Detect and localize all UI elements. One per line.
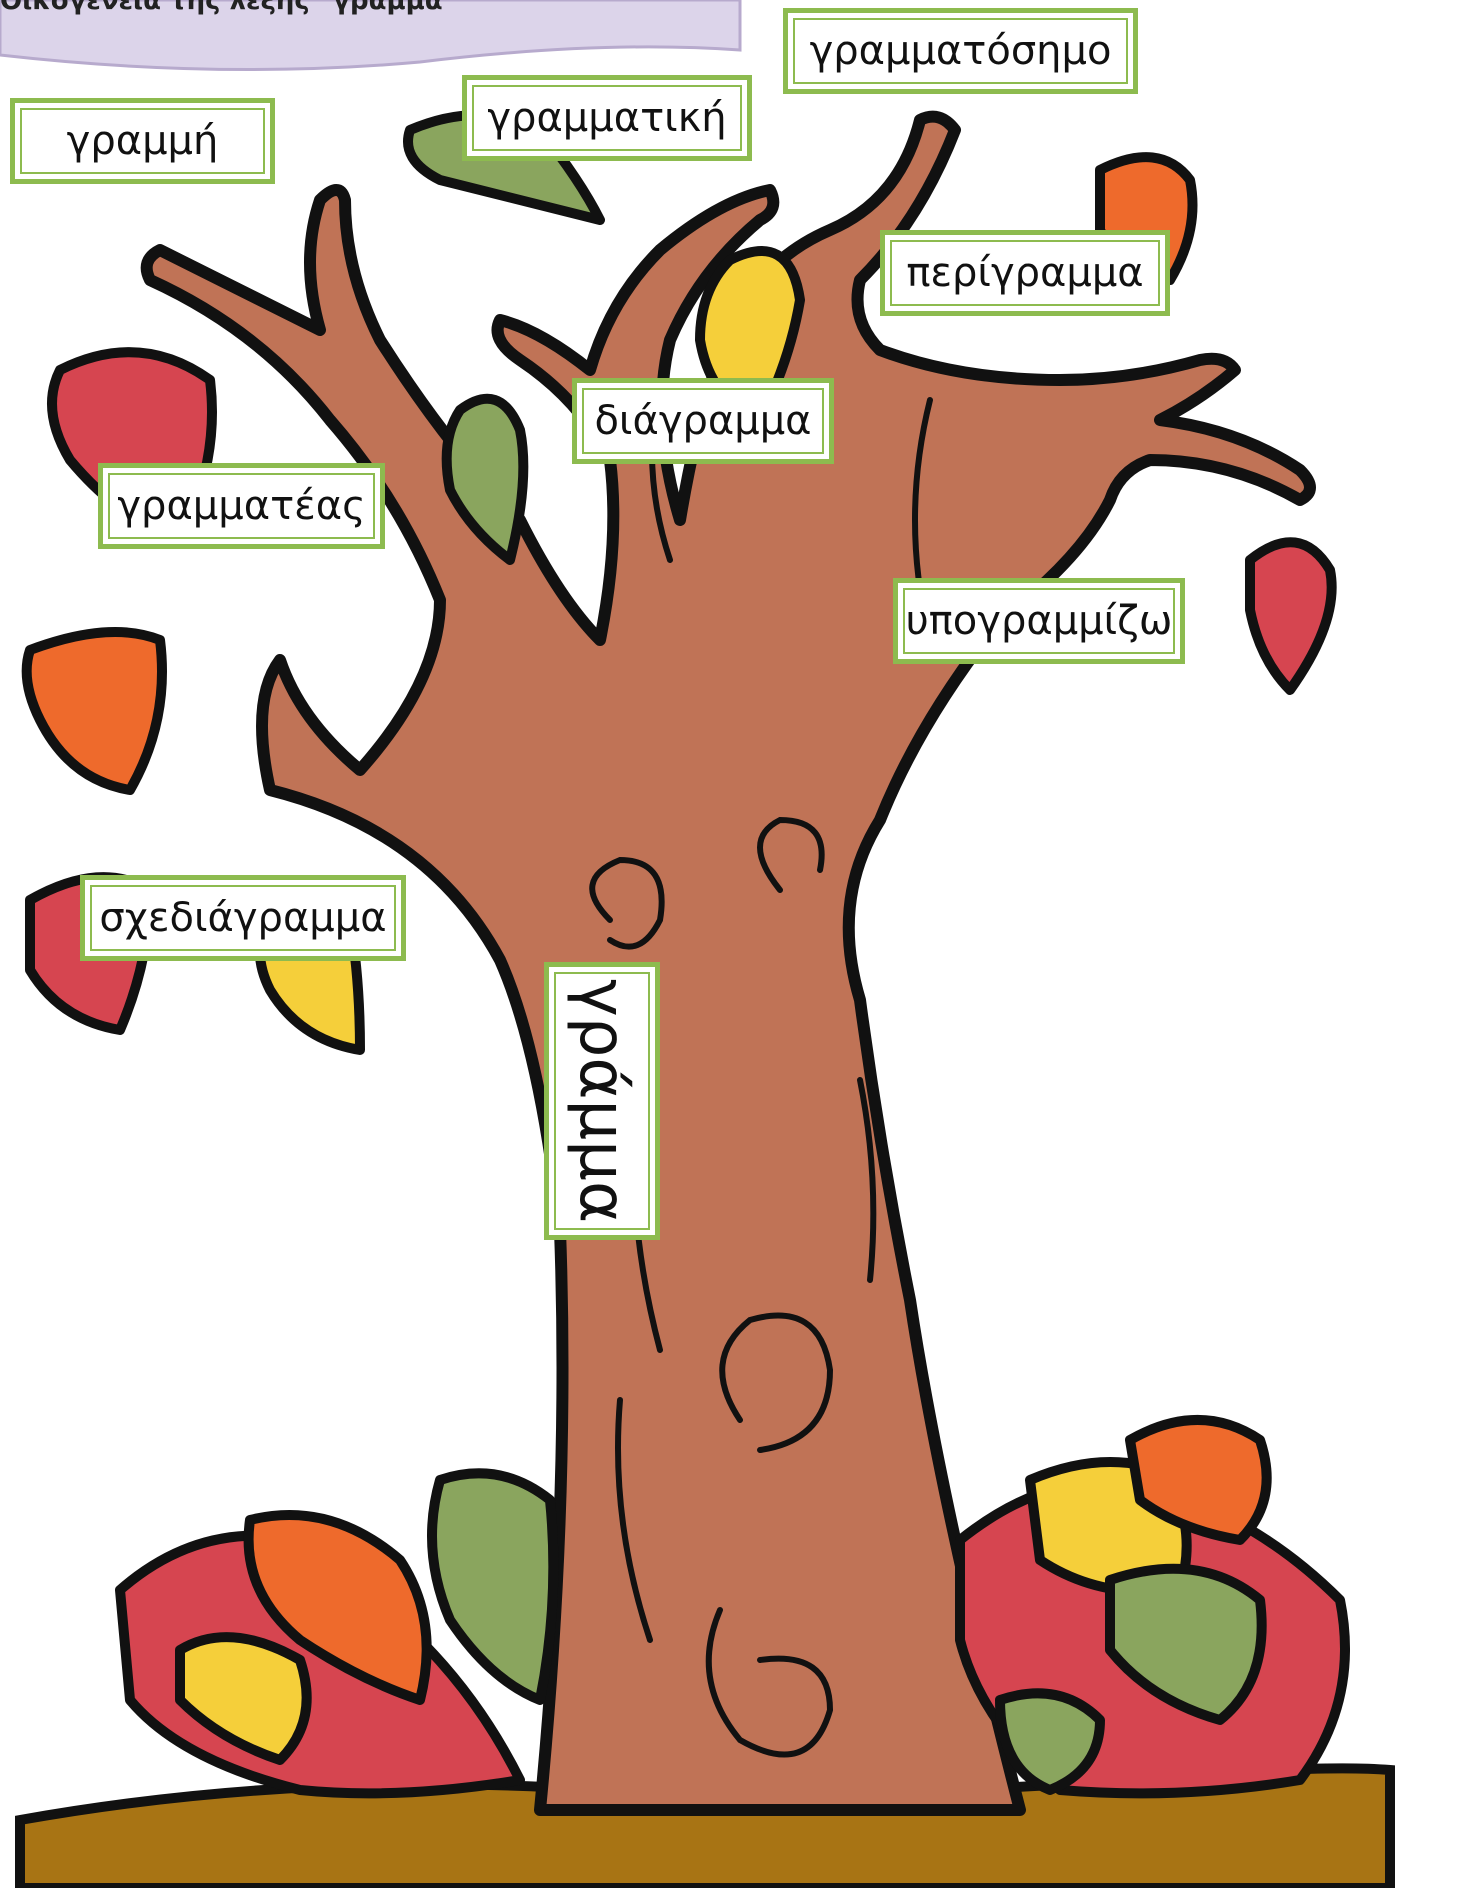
- leaf-pile-right: [960, 1420, 1345, 1793]
- word-label: σχεδιάγραμμα: [99, 895, 386, 941]
- word-card-upogrammizo: υπογραμμίζω: [893, 578, 1185, 664]
- word-label: διάγραμμα: [594, 398, 811, 444]
- word-label: υπογραμμίζω: [906, 598, 1173, 644]
- word-card-grammi: γραμμή: [10, 98, 275, 184]
- word-card-grammatiki: γραμματική: [462, 75, 752, 161]
- word-label: γραμματική: [487, 95, 726, 141]
- word-card-perigramma: περίγραμμα: [880, 230, 1170, 316]
- word-card-grammateas: γραμματέας: [98, 463, 385, 549]
- word-label: γραμματόσημο: [810, 28, 1112, 74]
- word-card-grammatosimo: γραμματόσημο: [783, 8, 1138, 94]
- title-banner-text: Οικογένεια της λέξης "γράμμα": [0, 0, 700, 16]
- word-label: γραμματέας: [117, 483, 365, 529]
- word-label: γραμμή: [67, 118, 219, 164]
- root-word-label: γράμμα: [565, 979, 639, 1223]
- leaf-pile-left: [120, 1473, 553, 1793]
- word-card-diagramma: διάγραμμα: [572, 378, 834, 464]
- word-card-root-gramma: γράμμα: [544, 962, 660, 1240]
- word-label: περίγραμμα: [906, 250, 1143, 296]
- word-card-schediagramma: σχεδιάγραμμα: [80, 875, 406, 961]
